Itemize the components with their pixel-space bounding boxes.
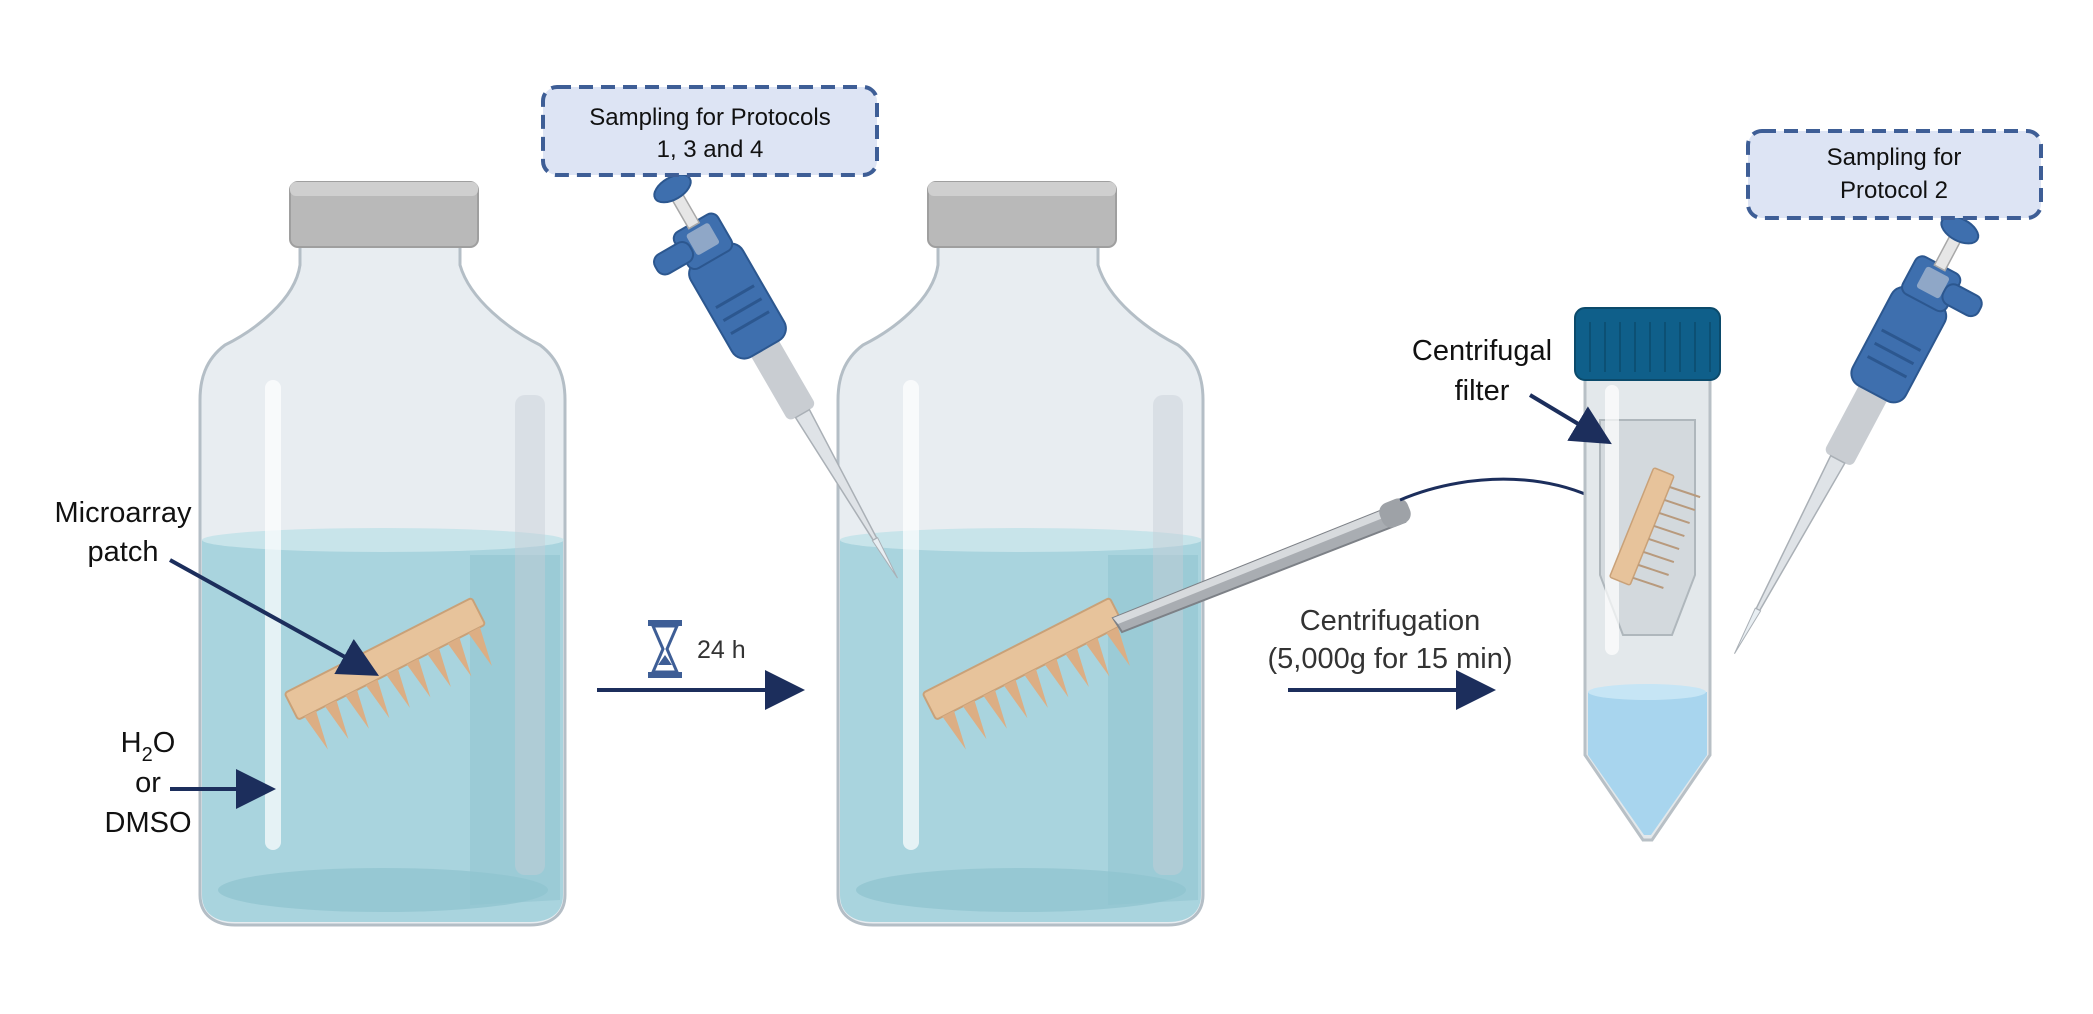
microarray-label-line1: Microarray xyxy=(55,497,192,529)
sampling-box-2-line2: Protocol 2 xyxy=(1840,177,1948,204)
microarray-patch-left xyxy=(284,597,492,750)
sampling-box-1-line1: Sampling for Protocols xyxy=(589,104,830,131)
centrifugal-filter-pointer-arrow xyxy=(1528,393,1612,445)
vial-left xyxy=(198,181,567,927)
solvent-o: O xyxy=(153,727,176,759)
solvent-h: H xyxy=(121,727,142,759)
solvent-subscript: 2 xyxy=(142,744,153,766)
microarray-patch-label: Microarray patch xyxy=(55,497,192,568)
time-label: 24 h xyxy=(697,636,746,664)
solvent-formula: H2O xyxy=(121,727,176,766)
solvent-or: or xyxy=(135,767,161,799)
centrifugal-filter-label-line2: filter xyxy=(1455,375,1510,407)
centrifugation-label-line1: Centrifugation xyxy=(1300,605,1481,637)
microarray-patch-middle xyxy=(922,597,1130,750)
centrifugation-label-line2: (5,000g for 15 min) xyxy=(1267,643,1512,675)
centrifuge-tube xyxy=(1574,307,1721,842)
tweezers-icon xyxy=(1111,498,1411,634)
pipette-icon-right xyxy=(1734,215,1983,654)
sampling-box-protocol-2: Sampling for Protocol 2 xyxy=(1746,129,2043,220)
centrifugal-filter-label-line1: Centrifugal xyxy=(1412,335,1552,367)
sampling-box-1-line2: 1, 3 and 4 xyxy=(657,136,764,163)
microarray-patch-in-filter xyxy=(1609,467,1701,589)
sampling-box-protocols-1-3-4: Sampling for Protocols 1, 3 and 4 xyxy=(541,85,879,177)
solvent-dmso: DMSO xyxy=(105,807,192,839)
tube-cap xyxy=(1574,307,1721,381)
microarray-label-line2: patch xyxy=(88,536,159,568)
filtrate-liquid xyxy=(1588,692,1707,835)
solvent-label: H2O or DMSO xyxy=(105,727,192,839)
pipette-icon-left xyxy=(653,173,898,579)
sampling-box-2-line1: Sampling for xyxy=(1827,144,1962,171)
hourglass-icon xyxy=(648,620,682,678)
vial-middle xyxy=(836,181,1205,927)
microarray-pointer-arrow xyxy=(169,558,379,676)
